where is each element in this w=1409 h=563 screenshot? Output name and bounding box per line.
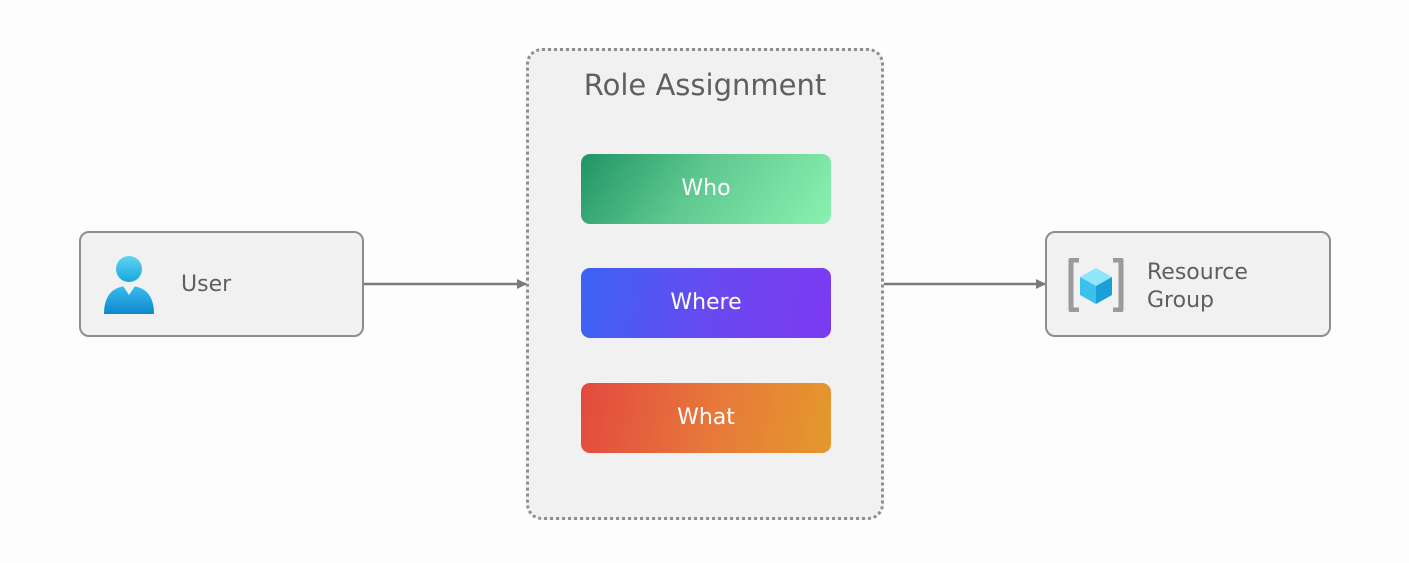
- where-pill[interactable]: Where: [581, 268, 831, 338]
- role-assignment-title: Role Assignment: [583, 68, 827, 102]
- user-label: User: [181, 272, 232, 297]
- resource-group-icon: [1067, 257, 1125, 316]
- user-node[interactable]: User: [79, 231, 364, 337]
- user-icon: [101, 255, 157, 319]
- resource-group-node[interactable]: Resource Group: [1045, 231, 1331, 337]
- who-pill[interactable]: Who: [581, 154, 831, 224]
- role-assignment-box[interactable]: Role Assignment Who Where What: [526, 48, 884, 520]
- resource-group-label: Resource Group: [1147, 260, 1248, 313]
- what-pill[interactable]: What: [581, 383, 831, 453]
